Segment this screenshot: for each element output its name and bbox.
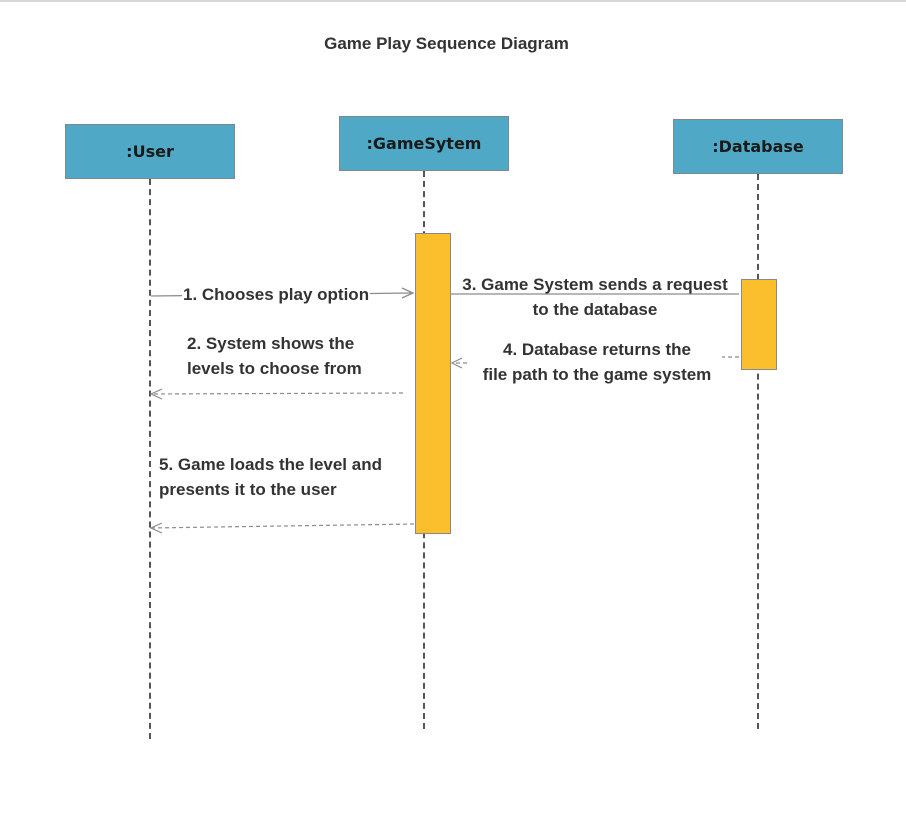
message-3-line-1: 3. Game System sends a request: [462, 275, 728, 294]
message-2-line-1: 2. System shows the: [187, 334, 355, 353]
lifeline-user-header: :User: [65, 124, 235, 179]
lifeline-gamesystem-header: :GameSytem: [339, 116, 509, 171]
message-3-label: 3. Game System sends a request to the da…: [452, 272, 738, 322]
message-4-arrow: [450, 356, 739, 369]
gamesystem-activation-bar: [415, 233, 451, 534]
lifeline-database-header: :Database: [673, 119, 843, 174]
message-1-label: 1. Chooses play option: [182, 282, 371, 307]
message-5-label: 5. Game loads the level and presents it …: [159, 452, 382, 502]
message-5-arrow: [149, 522, 415, 534]
message-5-line-1: 5. Game loads the level and: [159, 455, 382, 474]
database-activation-bar: [741, 279, 777, 370]
diagram-title: Game Play Sequence Diagram: [324, 34, 569, 53]
message-4-line-2: file path to the game system: [482, 365, 712, 384]
message-2-label: 2. System shows the levels to choose fro…: [187, 331, 362, 381]
top-border: [0, 0, 906, 2]
lifeline-user-line: [149, 179, 151, 739]
message-3-line-2: to the database: [532, 300, 658, 319]
message-2-arrow: [149, 388, 404, 400]
message-5-line-2: presents it to the user: [159, 480, 337, 499]
message-1-line-1: 1. Chooses play option: [183, 285, 370, 304]
lifeline-database-line: [757, 174, 759, 729]
message-4-line-1: 4. Database returns the: [502, 340, 691, 359]
message-4-label: 4. Database returns the file path to the…: [470, 337, 724, 387]
message-2-line-2: levels to choose from: [187, 359, 362, 378]
